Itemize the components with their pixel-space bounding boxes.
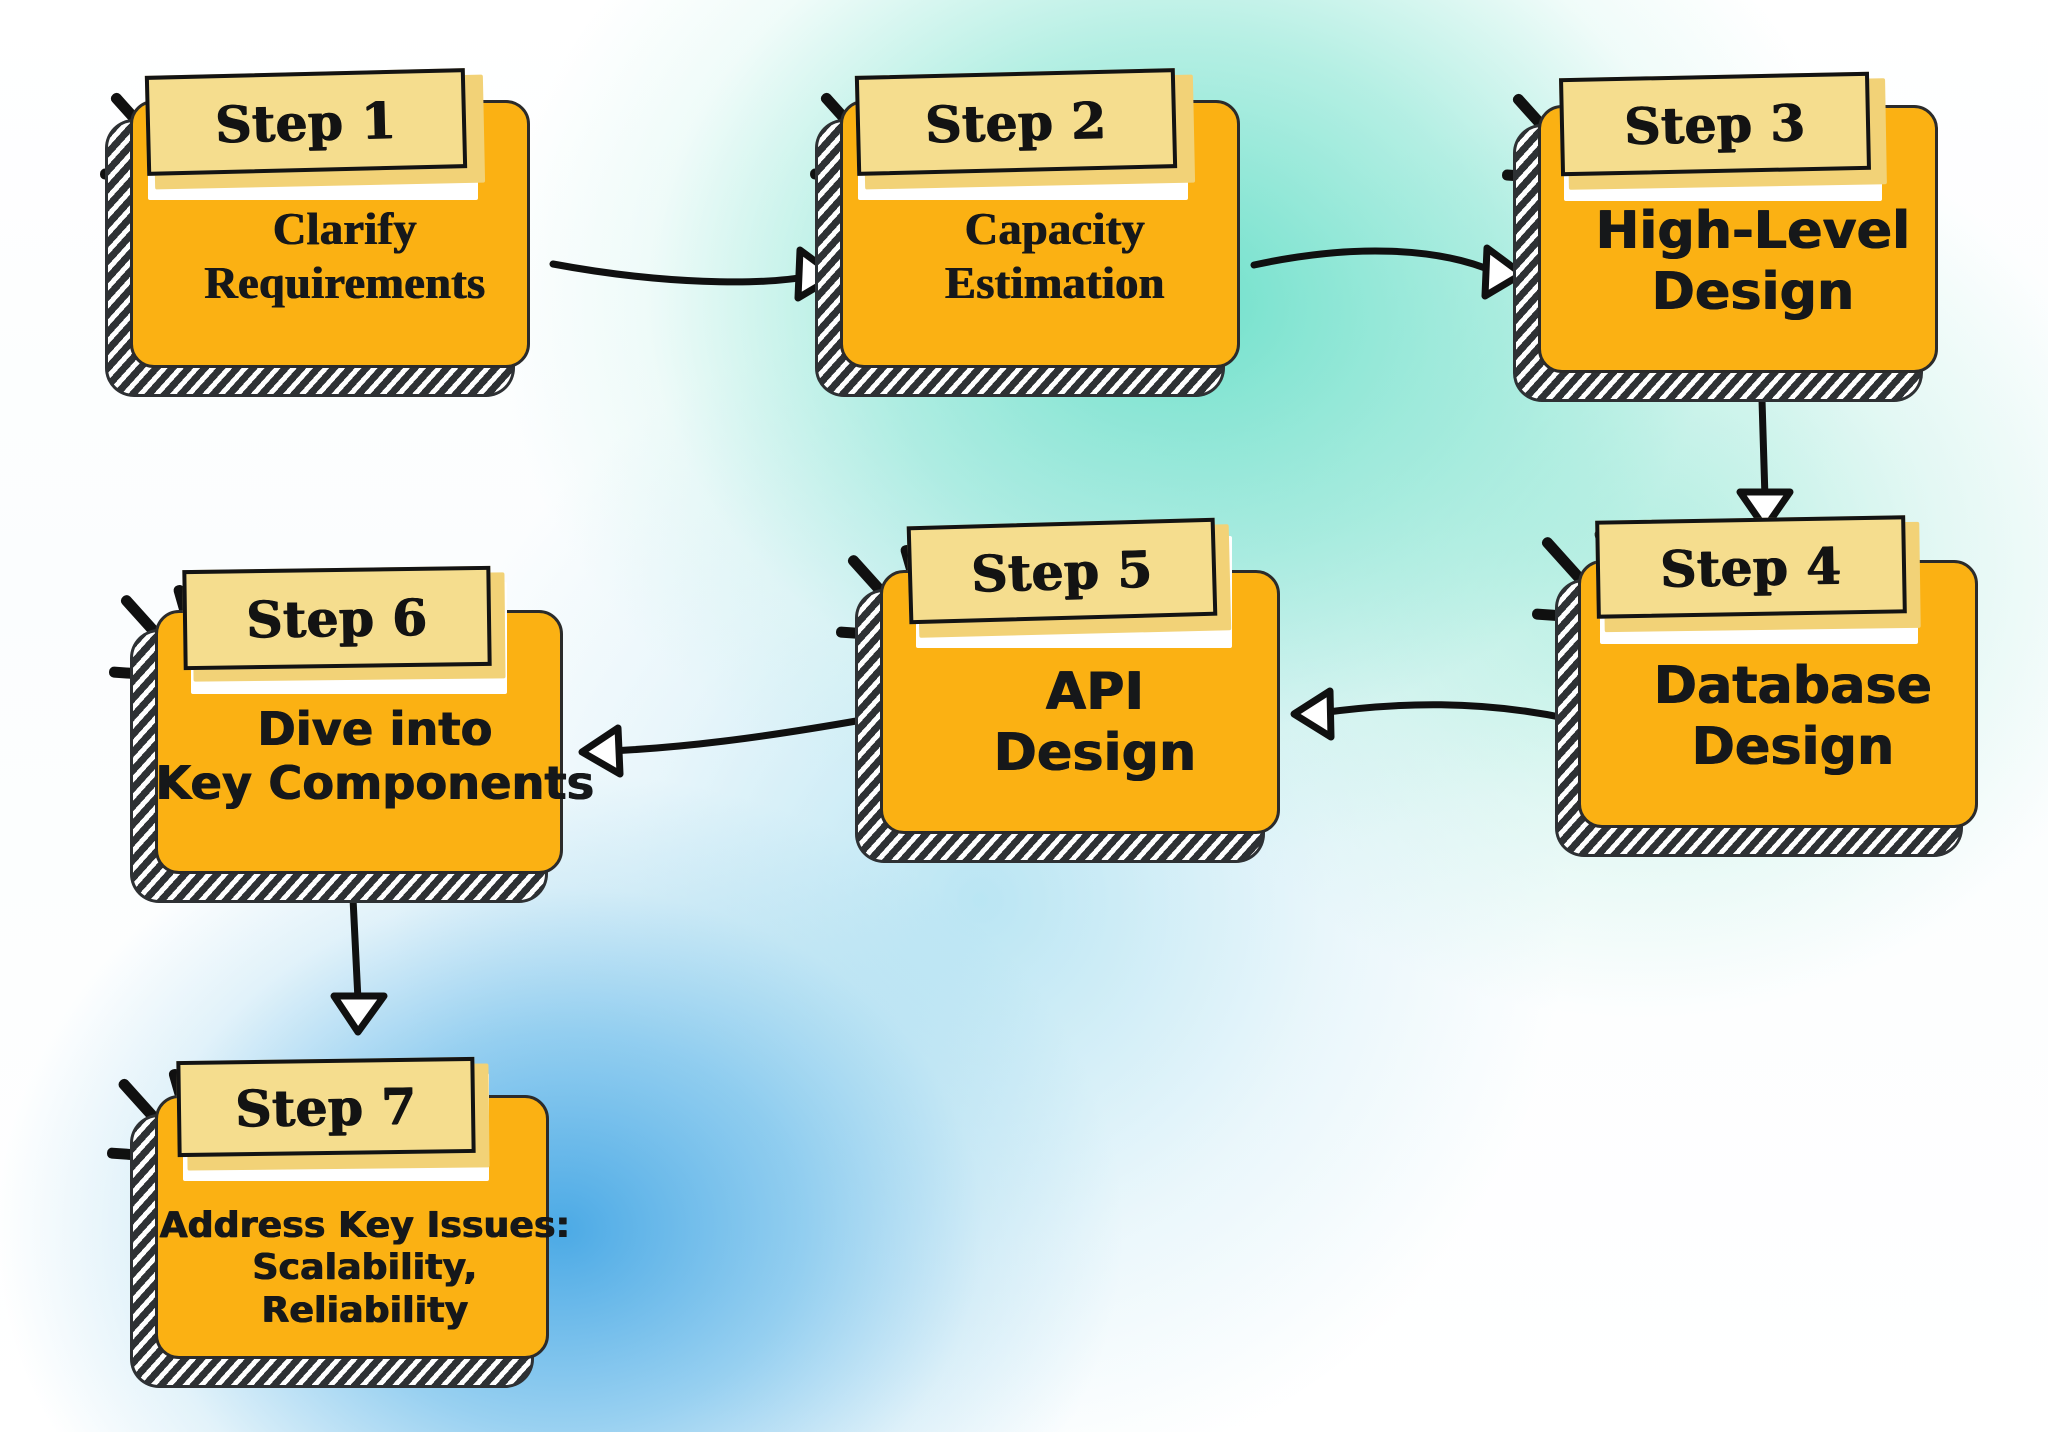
tag-text-step4: Step 4: [1659, 535, 1843, 599]
tag-step7[interactable]: Step 7: [176, 1056, 476, 1158]
node-label-step7: Address Key Issues: Scalability, Reliabi…: [159, 1205, 571, 1331]
tag-step1[interactable]: Step 1: [144, 68, 468, 176]
node-step7[interactable]: Address Key Issues: Scalability, Reliabi…: [106, 1056, 575, 1385]
tag-step2[interactable]: Step 2: [854, 68, 1178, 176]
tag-step4[interactable]: Step 4: [1595, 515, 1907, 619]
tag-text-step6: Step 6: [246, 587, 428, 649]
tag-step3[interactable]: Step 3: [1559, 71, 1871, 177]
node-step1[interactable]: Clarify Requirements Step 1: [99, 68, 560, 394]
node-step4[interactable]: Database Design Step 4: [1531, 515, 2008, 854]
tag-text-step2: Step 2: [924, 90, 1108, 154]
node-label-step4: Database Design: [1653, 656, 1933, 778]
tag-step6[interactable]: Step 6: [182, 565, 492, 671]
node-label-step2: Capacity Estimation: [945, 203, 1165, 309]
node-label-step5: API Design: [993, 662, 1197, 784]
node-step2[interactable]: Capacity Estimation Step 2: [809, 68, 1270, 394]
node-step3[interactable]: High-Level Design Step 3: [1501, 71, 1968, 399]
tag-text-step7: Step 7: [235, 1076, 417, 1138]
node-label-step6: Dive into Key Components: [155, 702, 595, 811]
tag-step5[interactable]: Step 5: [906, 517, 1218, 625]
node-label-step3: High-Level Design: [1595, 201, 1911, 323]
tag-text-step3: Step 3: [1623, 92, 1807, 156]
node-step5[interactable]: API Design Step 5: [835, 517, 1310, 860]
node-step6[interactable]: Dive into Key Components Step 6: [108, 565, 595, 900]
tag-text-step1: Step 1: [214, 90, 398, 154]
node-label-step1: Clarify Requirements: [204, 203, 486, 309]
tag-text-step5: Step 5: [970, 538, 1154, 604]
